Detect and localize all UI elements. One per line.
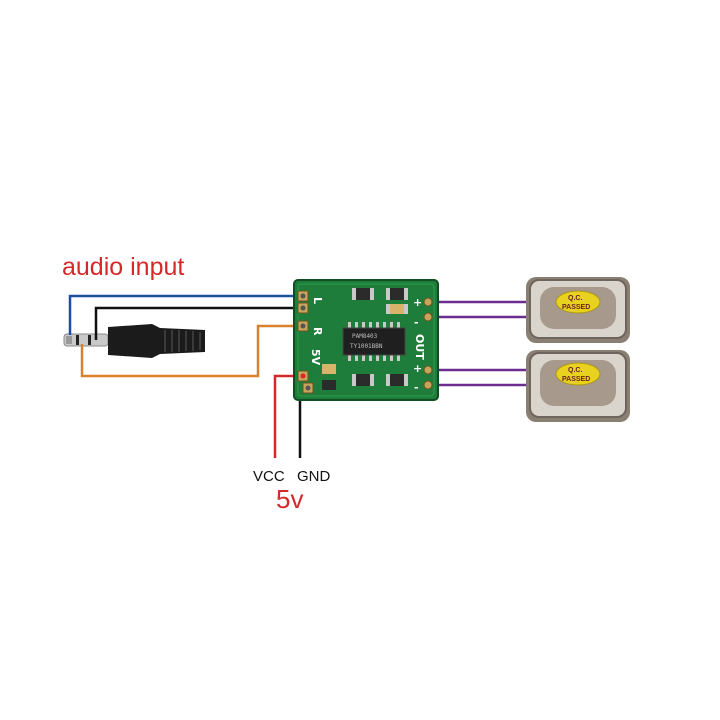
gnd-label: GND xyxy=(297,468,331,485)
wire-ground-input xyxy=(94,306,302,340)
chip-marking-1: PAM8403 xyxy=(352,333,378,340)
input-pads xyxy=(297,290,309,332)
vcc-label: VCC xyxy=(253,468,285,485)
mark-minus-bottom: - xyxy=(414,381,419,394)
wire-left-channel xyxy=(68,294,302,335)
mark-plus-top: + xyxy=(413,296,422,309)
speaker-bottom-label-1: Q.C. xyxy=(568,367,582,374)
smd-components xyxy=(322,288,408,390)
audio-jack xyxy=(63,324,205,358)
mark-plus-bottom: + xyxy=(413,362,422,375)
mark-minus-top: - xyxy=(414,316,419,329)
mark-out: OUT xyxy=(413,334,426,360)
amplifier-board: L R 5V OUT + - + - xyxy=(293,279,439,401)
wire-right-channel xyxy=(80,324,302,378)
speaker-top-label-1: Q.C. xyxy=(568,295,582,302)
power-pads xyxy=(297,370,314,394)
speaker-bottom-label-2: PASSED xyxy=(562,376,590,383)
voltage-label: 5v xyxy=(276,484,303,514)
speaker-top-label-2: PASSED xyxy=(562,304,590,311)
mark-right: R xyxy=(311,327,324,336)
chip-marking-2: TY1001BBN xyxy=(350,343,383,350)
mark-5v: 5V xyxy=(309,349,322,366)
output-pads xyxy=(423,297,433,390)
amplifier-chip: PAM8403 TY1001BBN xyxy=(342,322,406,361)
speaker-bottom: Q.C. PASSED xyxy=(526,350,630,422)
audio-input-label: audio input xyxy=(62,253,184,281)
speaker-top: Q.C. PASSED xyxy=(526,277,630,343)
mark-left: L xyxy=(311,297,324,304)
